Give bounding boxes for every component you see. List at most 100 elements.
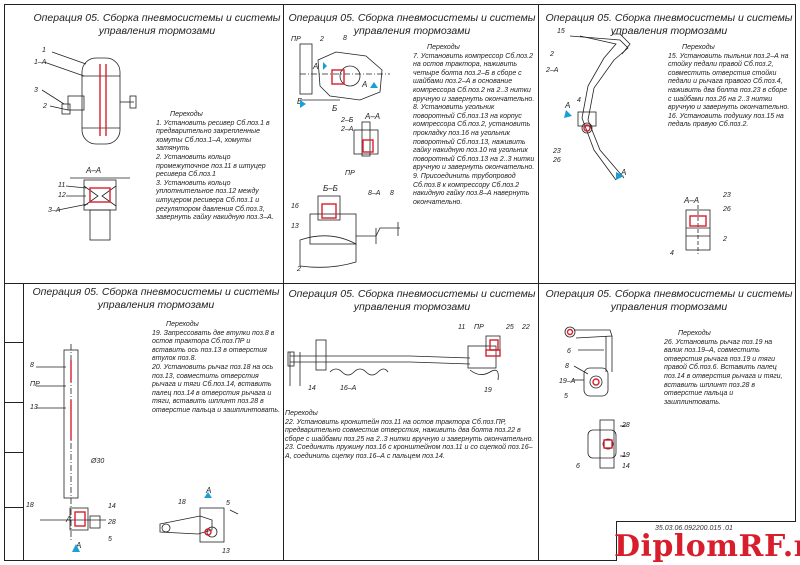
callout: ПР bbox=[30, 381, 40, 388]
section-label: А bbox=[313, 62, 319, 71]
rod-lever-drawing bbox=[564, 326, 626, 469]
section-label: А–А bbox=[365, 112, 381, 121]
callout: 26 bbox=[553, 157, 561, 164]
callout: 2–А bbox=[341, 126, 354, 133]
callout: 11 bbox=[58, 182, 66, 189]
callout: 3–А bbox=[48, 207, 61, 214]
callout: 8 bbox=[565, 363, 569, 370]
callout: 4 bbox=[670, 250, 674, 257]
callout: 2 bbox=[550, 51, 554, 58]
notes-heading: Переходы bbox=[427, 44, 460, 51]
callout: 2–А bbox=[546, 67, 559, 74]
step: 8. Установить угольник поворотный Сб.поз… bbox=[413, 104, 535, 172]
callout: 19 bbox=[622, 452, 630, 459]
section-label: А bbox=[565, 101, 571, 110]
callout: ПР bbox=[291, 36, 301, 43]
callout: 14 bbox=[108, 503, 116, 510]
callout: 6 bbox=[567, 348, 571, 355]
section-label: А bbox=[621, 168, 627, 177]
panel-2-notes: Переходы 7. Установить компрессор Сб.поз… bbox=[413, 44, 537, 207]
panel-4-title: Операция 05. Сборка пневмосистемы и сист… bbox=[32, 286, 280, 311]
callout: 8 bbox=[390, 190, 394, 197]
panel-divider bbox=[283, 4, 284, 561]
callout: 15 bbox=[557, 28, 565, 35]
callout: ПР bbox=[345, 170, 355, 177]
callout: 28 bbox=[622, 422, 630, 429]
callout: 2–Б bbox=[341, 117, 354, 124]
section-label: А–А bbox=[86, 166, 102, 175]
callout: 11 bbox=[458, 324, 466, 331]
callout: 2 bbox=[320, 36, 324, 43]
callout: 5 bbox=[108, 536, 112, 543]
callout: 13 bbox=[291, 223, 299, 230]
step: 20. Установить рычаг поз.18 на ось поз.1… bbox=[152, 363, 281, 414]
step: 26. Установить рычаг поз.19 на валик поз… bbox=[664, 338, 783, 406]
callout: 1–А bbox=[34, 59, 47, 66]
panel-divider bbox=[4, 283, 796, 284]
step: 2. Установить кольцо промежуточное поз.1… bbox=[156, 153, 266, 179]
callout: 3 bbox=[34, 87, 38, 94]
notes-heading: Переходы bbox=[678, 330, 711, 337]
callout: 22 bbox=[522, 324, 530, 331]
callout: 26 bbox=[723, 206, 731, 213]
callout: 8 bbox=[30, 362, 34, 369]
section-label: А–А bbox=[684, 196, 700, 205]
callout: 5 bbox=[564, 393, 568, 400]
callout: 2 bbox=[297, 266, 301, 273]
panel-5-title: Операция 05. Сборка пневмосистемы и сист… bbox=[288, 288, 536, 313]
callout: 13 bbox=[222, 548, 230, 555]
section-label: А bbox=[206, 486, 212, 495]
callout: 23 bbox=[553, 148, 561, 155]
callout: 18 bbox=[26, 502, 34, 509]
step: 9. Присоединить трубопровод Сб.поз.8 к к… bbox=[413, 172, 530, 206]
document-code: 35.03.06.092200.015 .01 bbox=[655, 525, 733, 532]
highlighted-parts bbox=[70, 64, 707, 536]
step: 7. Установить компрессор Сб.поз.2 на ост… bbox=[413, 52, 535, 103]
notes-heading: Переходы bbox=[285, 410, 318, 417]
panel-1-title: Операция 05. Сборка пневмосистемы и сист… bbox=[33, 12, 281, 37]
section-label: Б–Б bbox=[323, 184, 338, 193]
cut-plane-arrows bbox=[72, 62, 624, 552]
callout: 19–А bbox=[559, 378, 576, 385]
panel-6-notes: Переходы 26. Установить рычаг поз.19 на … bbox=[664, 330, 792, 407]
step: 16. Установить подушку поз.15 на педаль … bbox=[668, 112, 784, 129]
callout: 19 bbox=[484, 387, 492, 394]
section-label: Б bbox=[332, 104, 338, 113]
panel-2-title: Операция 05. Сборка пневмосистемы и сист… bbox=[288, 12, 536, 37]
section-label: А bbox=[66, 515, 72, 524]
step: 1. Установить ресивер Сб.поз.1 в предвар… bbox=[156, 119, 270, 153]
section-label: А bbox=[76, 541, 82, 550]
step: 23. Соединить пружину поз.16 с кронштейн… bbox=[285, 444, 533, 460]
left-margin-strip bbox=[4, 283, 24, 561]
callout: 28 bbox=[108, 519, 116, 526]
callout: 16 bbox=[291, 203, 299, 210]
drawing-sheet bbox=[4, 4, 796, 561]
panel-3-title: Операция 05. Сборка пневмосистемы и сист… bbox=[545, 12, 793, 37]
callout: 18 bbox=[178, 499, 186, 506]
compressor-drawing bbox=[299, 43, 400, 268]
panel-5-notes: Переходы 22. Установить кронштейн поз.11… bbox=[285, 410, 537, 462]
callout: 1 bbox=[42, 47, 46, 54]
receiver-drawing bbox=[41, 51, 137, 241]
step: 22. Установить кронштейн поз.11 на остов… bbox=[285, 418, 534, 443]
callout: 25 bbox=[506, 324, 514, 331]
notes-heading: Переходы bbox=[682, 44, 715, 51]
notes-heading: Переходы bbox=[170, 111, 203, 118]
callout: 16–А bbox=[340, 385, 357, 392]
callout: 23 bbox=[723, 192, 731, 199]
callout: 13 bbox=[30, 404, 38, 411]
step: 15. Установить пыльник поз.2–А на стойку… bbox=[668, 52, 790, 112]
callout: 12 bbox=[58, 192, 66, 199]
title-block: 35.03.06.092200.015 .01 bbox=[616, 521, 796, 561]
callout: 14 bbox=[308, 385, 316, 392]
lever-drawing bbox=[36, 344, 239, 543]
section-label: Б bbox=[297, 97, 303, 106]
panel-6-title: Операция 05. Сборка пневмосистемы и сист… bbox=[545, 288, 793, 313]
callout: 8–А bbox=[368, 190, 381, 197]
callout: 2 bbox=[43, 103, 47, 110]
callout: Ø30 bbox=[91, 458, 105, 465]
callout: 6 bbox=[576, 463, 580, 470]
callout: ПР bbox=[474, 324, 484, 331]
panel-1-notes: Переходы 1. Установить ресивер Сб.поз.1 … bbox=[156, 111, 282, 223]
